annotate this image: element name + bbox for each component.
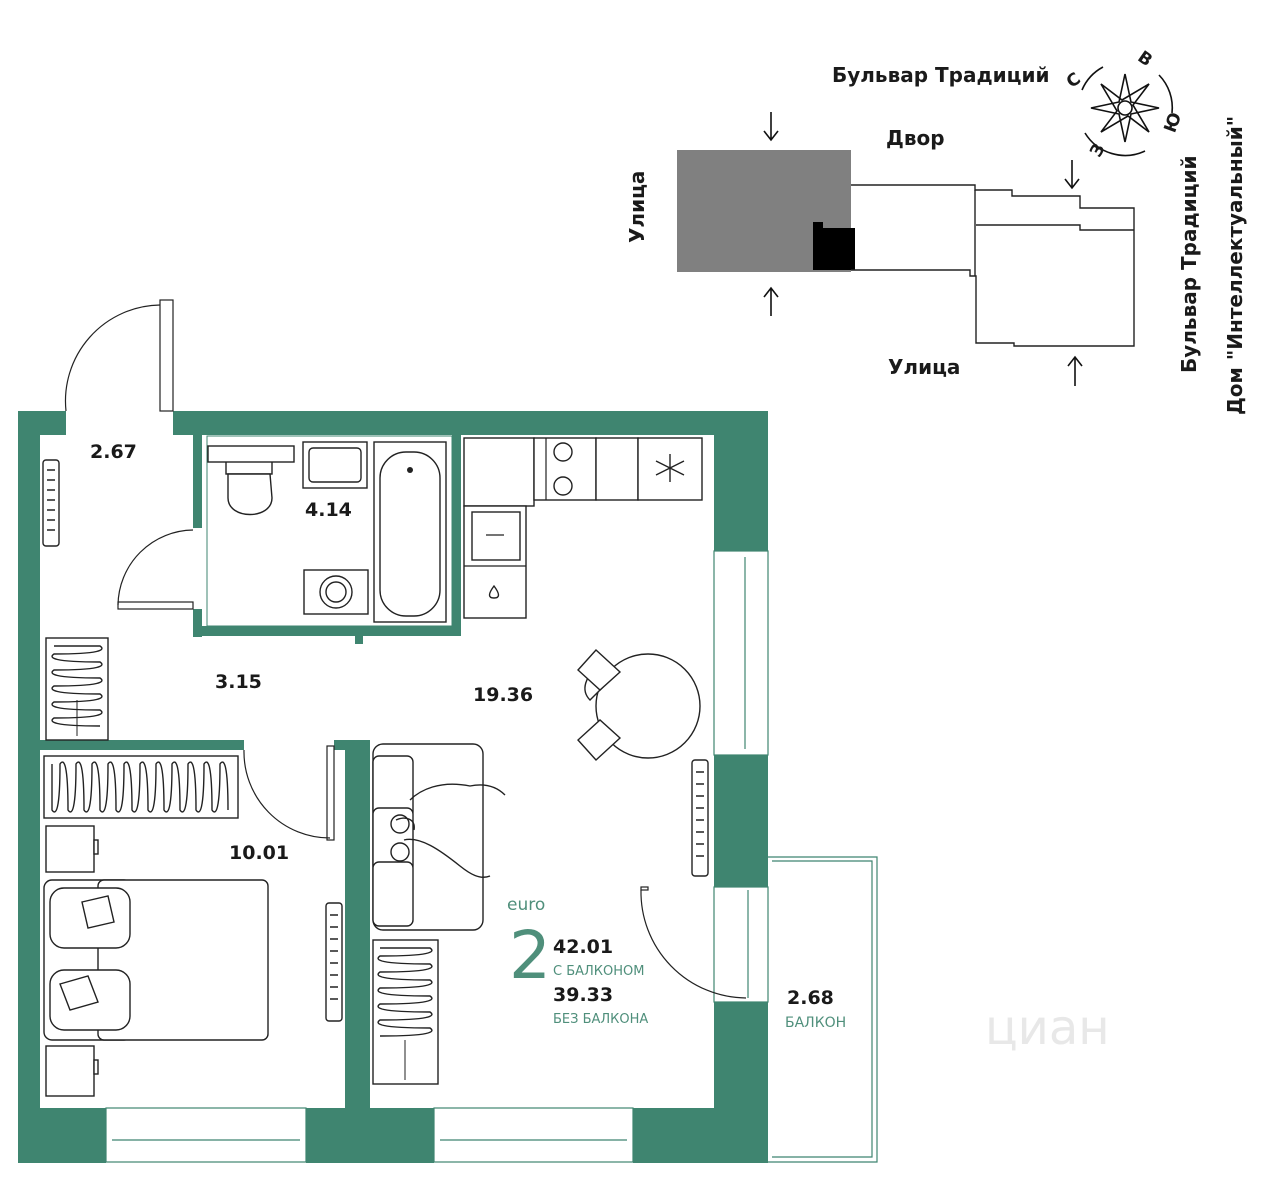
street-top-label: Бульвар Традиций bbox=[832, 63, 1049, 87]
bathroom-shelf bbox=[207, 445, 295, 463]
room-area-balcony: 2.68 bbox=[787, 987, 834, 1009]
street-left-label: Улица bbox=[625, 171, 649, 243]
interior-walls bbox=[40, 432, 461, 1110]
room-area-corridor: 3.15 bbox=[215, 671, 262, 693]
nightstand-icon bbox=[45, 825, 99, 1097]
toilet-icon bbox=[225, 459, 273, 516]
svg-text:С: С bbox=[1063, 69, 1085, 93]
room-area-hall: 2.67 bbox=[90, 441, 137, 463]
svg-text:В: В bbox=[1134, 47, 1156, 71]
floor-plan: 2.67 4.14 3.15 19.36 10.01 2.68 БАЛКОН e… bbox=[18, 299, 1110, 1163]
kitchen-counter bbox=[463, 437, 703, 619]
room-area-bathroom: 4.14 bbox=[305, 499, 352, 521]
apartment-summary: euro 2 42.01 С БАЛКОНОМ 39.33 БЕЗ БАЛКОН… bbox=[507, 895, 648, 1027]
washing-machine-icon bbox=[303, 569, 369, 615]
house-name-label: Дом "Интеллектуальный" bbox=[1223, 116, 1247, 415]
window bbox=[105, 550, 769, 1163]
bathroom-door bbox=[117, 529, 194, 610]
rooms-count: 2 bbox=[509, 917, 551, 994]
apartment-class: euro bbox=[507, 895, 545, 915]
balcony-door bbox=[640, 886, 747, 999]
entrance-door bbox=[64, 299, 174, 412]
snowflake-icon bbox=[655, 454, 685, 482]
entrance-arrow-icon bbox=[763, 112, 1083, 386]
balcony-label: БАЛКОН bbox=[785, 1015, 846, 1031]
sink-icon bbox=[302, 441, 368, 489]
yard-label: Двор bbox=[886, 126, 945, 150]
svg-text:З: З bbox=[1086, 140, 1109, 160]
dining-table-icon bbox=[595, 653, 701, 759]
bed-icon bbox=[43, 879, 269, 1041]
room-area-kitchen-living: 19.36 bbox=[473, 684, 533, 706]
area-with-balcony: 42.01 bbox=[553, 936, 613, 958]
area-without-balcony: 39.33 bbox=[553, 984, 613, 1006]
room-area-bedroom: 10.01 bbox=[229, 842, 289, 864]
kitchen-sink-icon bbox=[464, 511, 526, 599]
apartment-location-marker bbox=[813, 228, 855, 270]
wardrobe-icon bbox=[43, 637, 439, 1085]
street-bottom-label: Улица bbox=[888, 355, 960, 379]
watermark: циан bbox=[985, 1000, 1110, 1056]
bathtub-icon bbox=[373, 441, 447, 623]
without-balcony-label: БЕЗ БАЛКОНА bbox=[553, 1012, 648, 1027]
chair-icon bbox=[577, 649, 622, 761]
with-balcony-label: С БАЛКОНОМ bbox=[553, 964, 644, 979]
boulevard-right-label: Бульвар Традиций bbox=[1177, 156, 1201, 373]
compass-rose-icon: С В Ю З bbox=[1063, 47, 1186, 161]
svg-text:Ю: Ю bbox=[1160, 110, 1186, 136]
balcony-outline bbox=[768, 856, 878, 1163]
site-plan: Бульвар Традиций Двор Улица Улица Бульва… bbox=[625, 47, 1247, 415]
stove-icon bbox=[545, 438, 573, 500]
bedroom-door bbox=[243, 745, 335, 841]
sofa-icon bbox=[372, 743, 506, 931]
building-outline bbox=[851, 184, 1135, 347]
radiator-icon bbox=[42, 459, 709, 1022]
